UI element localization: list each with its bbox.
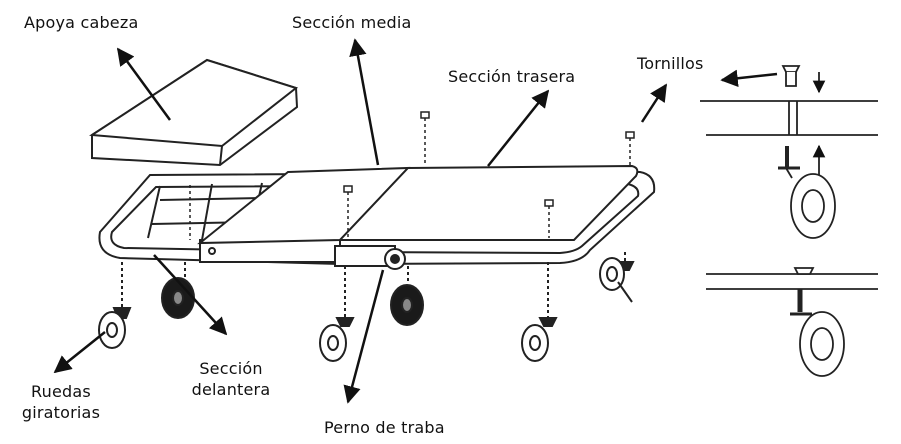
label-front-section-line2: delantera — [191, 380, 271, 399]
caster-wheels — [98, 252, 635, 362]
arrow-middle-section — [349, 38, 380, 166]
assembled-caster-detail — [706, 267, 878, 377]
label-screws: Tornillos — [637, 54, 704, 73]
arrow-headrest — [116, 47, 172, 121]
rear-section-panel — [337, 164, 639, 241]
screws-above-frame — [189, 111, 635, 240]
label-middle-section: Sección media — [292, 13, 412, 32]
arrow-screw-top — [640, 83, 668, 123]
label-lock-pin: Perno de traba — [324, 418, 445, 437]
screw-detail-diagram — [700, 65, 878, 239]
label-swivel-casters-line2: giratorias — [21, 403, 101, 422]
label-rear-section: Sección trasera — [448, 67, 576, 86]
arrow-screws — [720, 69, 778, 87]
label-front-section: Sección delantera — [187, 358, 275, 400]
label-swivel-casters-line1: Ruedas — [31, 382, 91, 401]
label-swivel-casters: Ruedas giratorias — [20, 381, 102, 423]
callout-arrows — [53, 38, 778, 404]
lock-pin-knob — [384, 248, 406, 270]
arrow-casters — [53, 331, 106, 374]
arrow-front-section — [153, 254, 228, 336]
label-front-section-line1: Sección — [199, 359, 263, 378]
label-headrest: Apoya cabeza — [24, 13, 139, 32]
arrow-rear-section — [487, 89, 550, 167]
headrest-cushion — [89, 58, 299, 167]
arrow-lock-pin — [343, 269, 385, 404]
